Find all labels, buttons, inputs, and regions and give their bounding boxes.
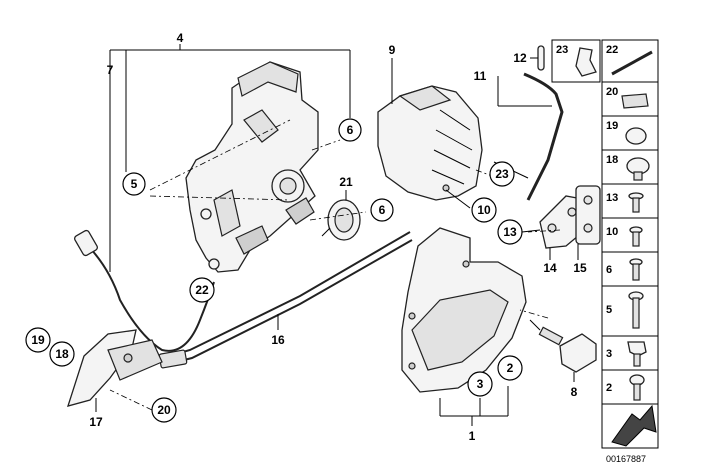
callout-1: 1 [469,429,476,443]
callout-18: 18 [55,347,69,361]
panel-item-1: 20 [606,86,618,98]
callout-9: 9 [389,43,396,57]
callout-6-top: 6 [347,123,354,137]
panel-label-23: 23 [556,44,568,56]
callouts: 4 7 5 6 9 11 12 23 10 21 6 13 14 15 22 1… [25,31,587,443]
handle-carrier-bracket [185,61,319,273]
door-handle [401,227,527,393]
direction-arrow-icon [611,404,657,447]
callout-14: 14 [543,261,557,275]
callout-23-main: 23 [495,167,509,181]
callout-13: 13 [503,225,517,239]
panel-item-3: 18 [606,154,618,166]
callout-10: 10 [477,203,491,217]
trim-cap [67,329,163,407]
callout-22-main: 22 [195,283,209,297]
callout-19: 19 [31,333,45,347]
leader-lines [95,44,579,426]
callout-6-bottom: 6 [379,203,386,217]
panel-label-22: 22 [606,44,618,56]
lock-striker [539,185,601,249]
panel-item-2: 19 [606,120,618,132]
panel-column: 20 19 18 13 10 6 5 [601,81,659,449]
panel-item-8: 3 [606,348,612,360]
image-code: 00167887 [606,454,646,464]
cover-part [377,85,483,201]
callout-17: 17 [89,415,103,429]
guide-lines [109,119,561,411]
callout-12: 12 [513,51,527,65]
clip-ring [321,199,361,241]
callout-21: 21 [339,175,353,189]
callout-2: 2 [507,361,514,375]
panel-item-7: 5 [606,304,612,316]
callout-16: 16 [271,333,285,347]
callout-7: 7 [107,63,114,77]
callout-5: 5 [131,177,138,191]
lock-cylinder [529,319,597,373]
panel-item-5: 10 [606,226,618,238]
bowden-cables [74,229,413,369]
panel-item-9: 2 [606,382,612,394]
callout-8: 8 [571,385,578,399]
callout-20: 20 [157,403,171,417]
panel-item-6: 6 [606,264,612,276]
callout-15: 15 [573,261,587,275]
callout-3: 3 [477,377,484,391]
callout-11: 11 [474,69,487,83]
panel-item-4: 13 [606,192,618,204]
small-parts-panel: 23 22 20 19 18 13 10 6 [551,39,659,464]
callout-4: 4 [177,31,184,45]
